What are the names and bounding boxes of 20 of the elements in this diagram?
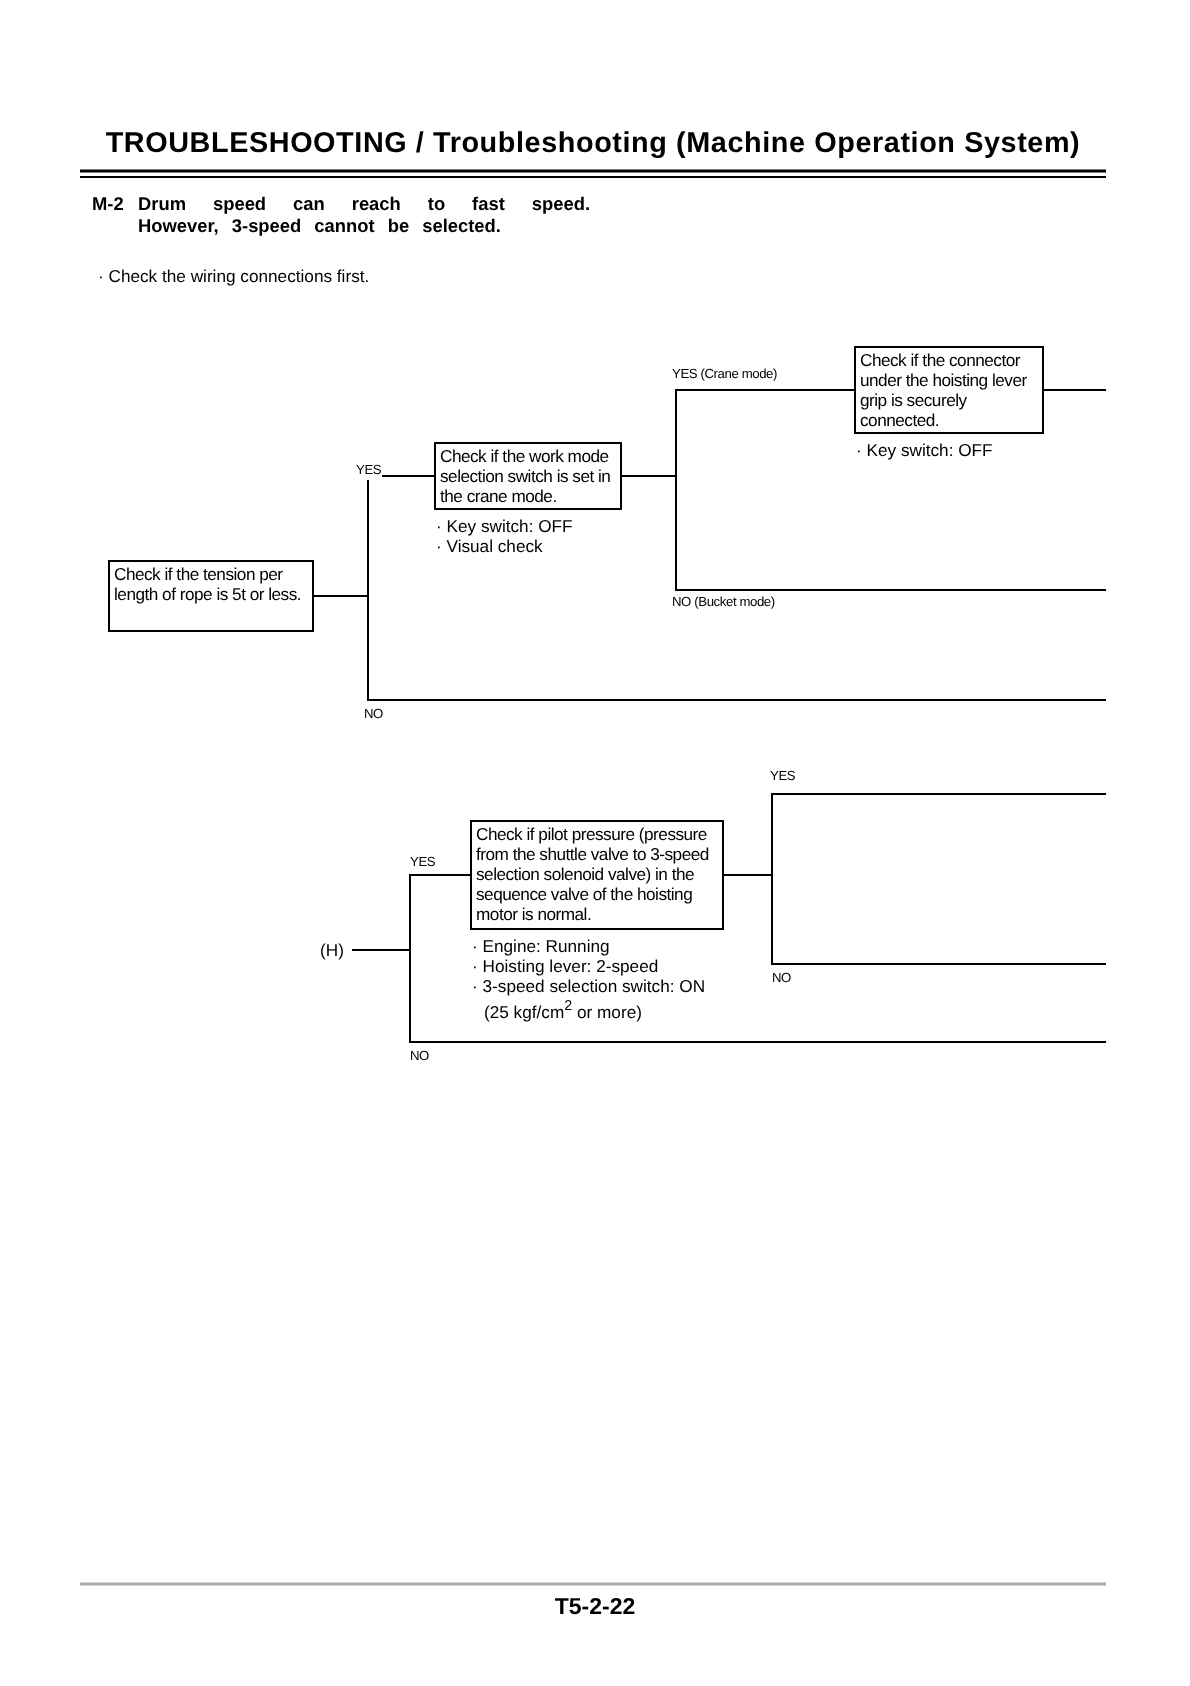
condition-note: · Key switch: OFF [436, 516, 575, 536]
check-box: Check if the tension per length of rope is 5t or less. [108, 560, 314, 632]
condition-note: · Engine: Running [472, 936, 612, 956]
page-title: TROUBLESHOOTING / Troubleshooting (Machine Operation System) [103, 128, 1083, 162]
connector-line [351, 949, 1107, 1043]
connector-line [1043, 389, 1107, 391]
connector-line [723, 874, 1107, 965]
page-number: T5-2-22 [552, 1594, 638, 1622]
condition-note: · Visual check [436, 536, 545, 556]
condition-note: · 3-speed selection switch: ON (25 kgf/cm$^{2}$ or more) [472, 976, 708, 1022]
connector-reference: (H) [320, 940, 352, 960]
condition-note: · Hoisting lever: 2-speed [472, 956, 661, 976]
check-box: Check if the connector under the hoisting lever grip is securely connected. [854, 346, 1044, 434]
check-box: Check if the work mode selection switch is set in the crane mode. [434, 442, 622, 510]
condition-note: · Key switch: OFF [856, 440, 995, 460]
check-box: Check if pilot pressure (pressure from the shuttle valve to 3-speed selection solenoid valve) in the sequence valve of the hoisting motor is normal. [470, 820, 724, 930]
section-number: M-2 [92, 194, 124, 216]
note-text: · Check the wiring connections first. [98, 266, 370, 286]
section-heading: Drum speed can reach to fast speed. However, 3-speed cannot be selected. [138, 194, 590, 238]
connector-line [621, 475, 1107, 591]
